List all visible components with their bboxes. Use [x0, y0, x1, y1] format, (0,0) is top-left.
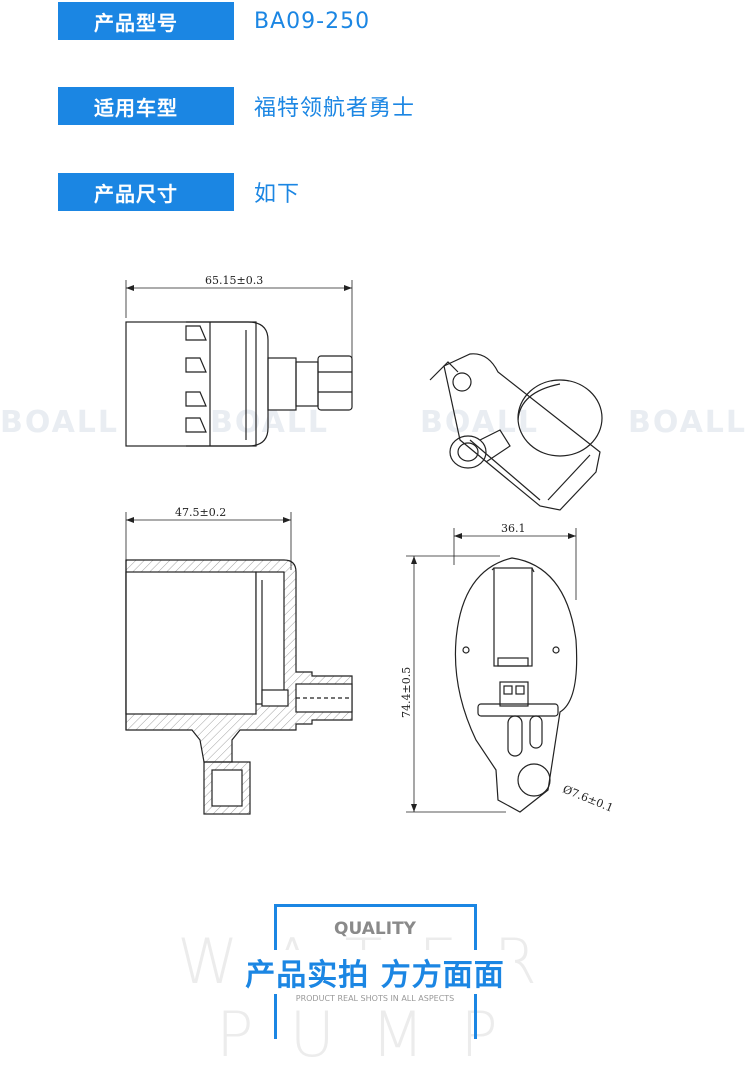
spec-value: BA09-250: [254, 8, 371, 34]
dim-side-width: 47.5±0.2: [175, 506, 226, 519]
dim-front-height: 74.4±0.5: [400, 667, 413, 718]
spec-row-size: 产品尺寸 如下: [58, 173, 300, 211]
top-view-drawing: [125, 280, 353, 447]
side-section-drawing: [125, 512, 353, 815]
front-view-drawing: [406, 528, 578, 813]
section-subtitle: PRODUCT REAL SHOTS IN ALL ASPECTS: [295, 994, 455, 1003]
spec-value: 如下: [254, 182, 301, 207]
watermark-text: BOALL: [0, 405, 119, 440]
dim-top-width: 65.15±0.3: [205, 274, 263, 287]
dim-front-width: 36.1: [501, 522, 526, 535]
dim-hole-diameter: Ø7.6±0.1: [561, 783, 615, 815]
watermark-row: BOALL BOALL BOALL BOALL: [0, 405, 747, 440]
spec-label: 产品型号: [58, 2, 234, 40]
isometric-view-drawing: [429, 353, 603, 511]
technical-drawing: BOALL BOALL BOALL BOALL 65.15±0.3: [0, 274, 747, 815]
spec-row-vehicle: 适用车型 福特领航者勇士: [58, 87, 415, 125]
watermark-text: BOALL: [628, 405, 747, 440]
quality-badge: QUALITY: [334, 919, 416, 939]
watermark-text: BOALL: [420, 405, 539, 440]
spec-value: 福特领航者勇士: [254, 96, 416, 121]
spec-label: 适用车型: [58, 87, 234, 125]
spec-label: 产品尺寸: [58, 173, 234, 211]
spec-row-model: 产品型号 BA09-250: [58, 2, 370, 40]
